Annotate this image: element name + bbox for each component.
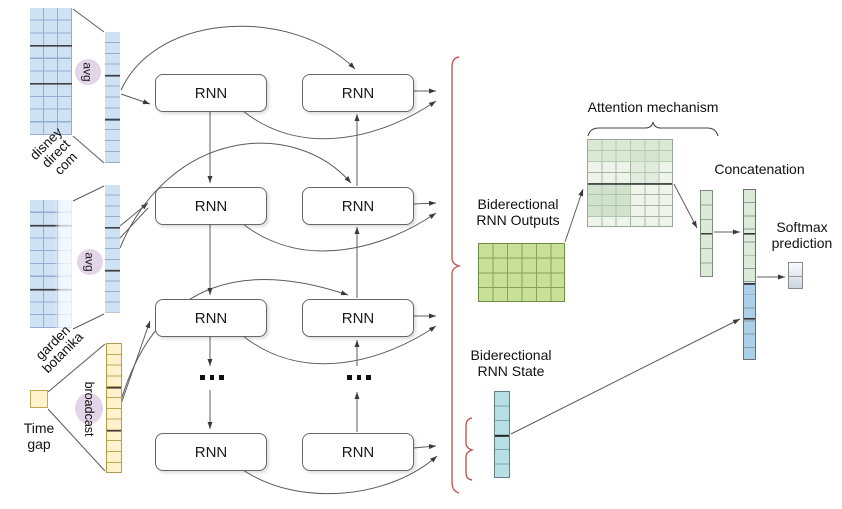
attention-context-vector bbox=[700, 190, 713, 277]
rnn-label: RNN bbox=[341, 309, 375, 327]
rnn-label: RNN bbox=[194, 197, 228, 215]
rnn-box-backward-3: RNN bbox=[302, 299, 414, 337]
input1-to-bwd-rnn1-arc bbox=[120, 25, 356, 91]
softmax-prediction-label: Softmax prediction bbox=[771, 219, 833, 251]
bidirectional-state-vector bbox=[494, 391, 510, 478]
bidirectional-outputs-grid bbox=[478, 243, 565, 302]
rnn-label: RNN bbox=[194, 309, 228, 327]
funnel1-top-line bbox=[72, 8, 105, 33]
attention-mechanism-label: Attention mechanism bbox=[587, 99, 719, 115]
rnn-box-backward-1: RNN bbox=[302, 74, 414, 112]
rnn-box-backward-2: RNN bbox=[302, 187, 414, 225]
rnn-label: RNN bbox=[341, 84, 375, 102]
state-to-concat-arrow bbox=[510, 318, 741, 435]
rnn-label: RNN bbox=[194, 84, 228, 102]
rnn-box-forward-2: RNN bbox=[155, 187, 267, 225]
input2-to-fwd-rnn2-line2 bbox=[119, 207, 149, 239]
avg-label-1: avg bbox=[80, 62, 95, 82]
input1-to-fwd-rnn1-arrow bbox=[120, 93, 151, 105]
input1-embedding-matrix bbox=[30, 8, 72, 135]
timegap-label: Time gap bbox=[23, 420, 55, 452]
outputs-to-attention-arrow bbox=[564, 188, 584, 243]
attention-weights-grid bbox=[587, 139, 673, 227]
input1-avg-vector bbox=[105, 32, 120, 163]
timegap-to-bwd-rnn3-arc bbox=[120, 279, 349, 401]
outputs-brace bbox=[451, 56, 462, 494]
rnn-box-backward-4: RNN bbox=[302, 433, 414, 471]
funnel1-bottom-line bbox=[72, 135, 105, 164]
fwd-rnn2-output-curve bbox=[242, 212, 437, 252]
funnel2-bottom-line bbox=[72, 313, 105, 330]
funnel2-top-line bbox=[72, 185, 105, 202]
input2-to-bwd-rnn2-arc bbox=[119, 142, 352, 249]
rnn-label: RNN bbox=[194, 443, 228, 461]
rnn-label: RNN bbox=[341, 443, 375, 461]
broadcast-label: broadcast bbox=[82, 381, 97, 437]
timegap-broadcast-vector bbox=[106, 343, 122, 473]
avg-bubble-2: avg bbox=[77, 249, 103, 275]
bwd-rnn4-output-arrow bbox=[412, 444, 437, 450]
concatenation-label: Concatenation bbox=[714, 161, 805, 177]
broadcast-bubble bbox=[75, 393, 103, 424]
rnn-box-forward-3: RNN bbox=[155, 299, 267, 337]
state-brace bbox=[465, 417, 475, 481]
fwd-rnn3-output-curve bbox=[242, 325, 437, 365]
ellipsis-icon bbox=[200, 375, 224, 380]
rnn-box-forward-4: RNN bbox=[155, 433, 267, 471]
softmax-output-cells bbox=[788, 262, 803, 289]
broadcast-top-line bbox=[47, 343, 106, 393]
bidirectional-outputs-label: Biderectional RNN Outputs bbox=[476, 196, 560, 228]
concatenated-vector bbox=[743, 189, 756, 360]
timegap-scalar-cell bbox=[30, 390, 48, 408]
rnn-label: RNN bbox=[341, 197, 375, 215]
bidirectional-state-label: Biderectional RNN State bbox=[470, 347, 552, 379]
rnn-box-forward-1: RNN bbox=[155, 74, 267, 112]
avg-label-2: avg bbox=[82, 252, 97, 272]
attention-to-context-arrow bbox=[673, 183, 698, 229]
avg-bubble-1: avg bbox=[75, 59, 101, 85]
ellipsis-icon bbox=[347, 375, 371, 380]
fwd-rnn4-output-curve bbox=[242, 455, 438, 495]
input2-embedding-matrix bbox=[30, 200, 72, 328]
attention-brace bbox=[587, 121, 719, 137]
broadcast-bottom-line bbox=[47, 408, 106, 472]
input2-avg-vector bbox=[105, 185, 120, 313]
fwd-rnn1-output-curve bbox=[242, 100, 437, 140]
bwd-rnn2-output-arrow bbox=[412, 200, 437, 206]
